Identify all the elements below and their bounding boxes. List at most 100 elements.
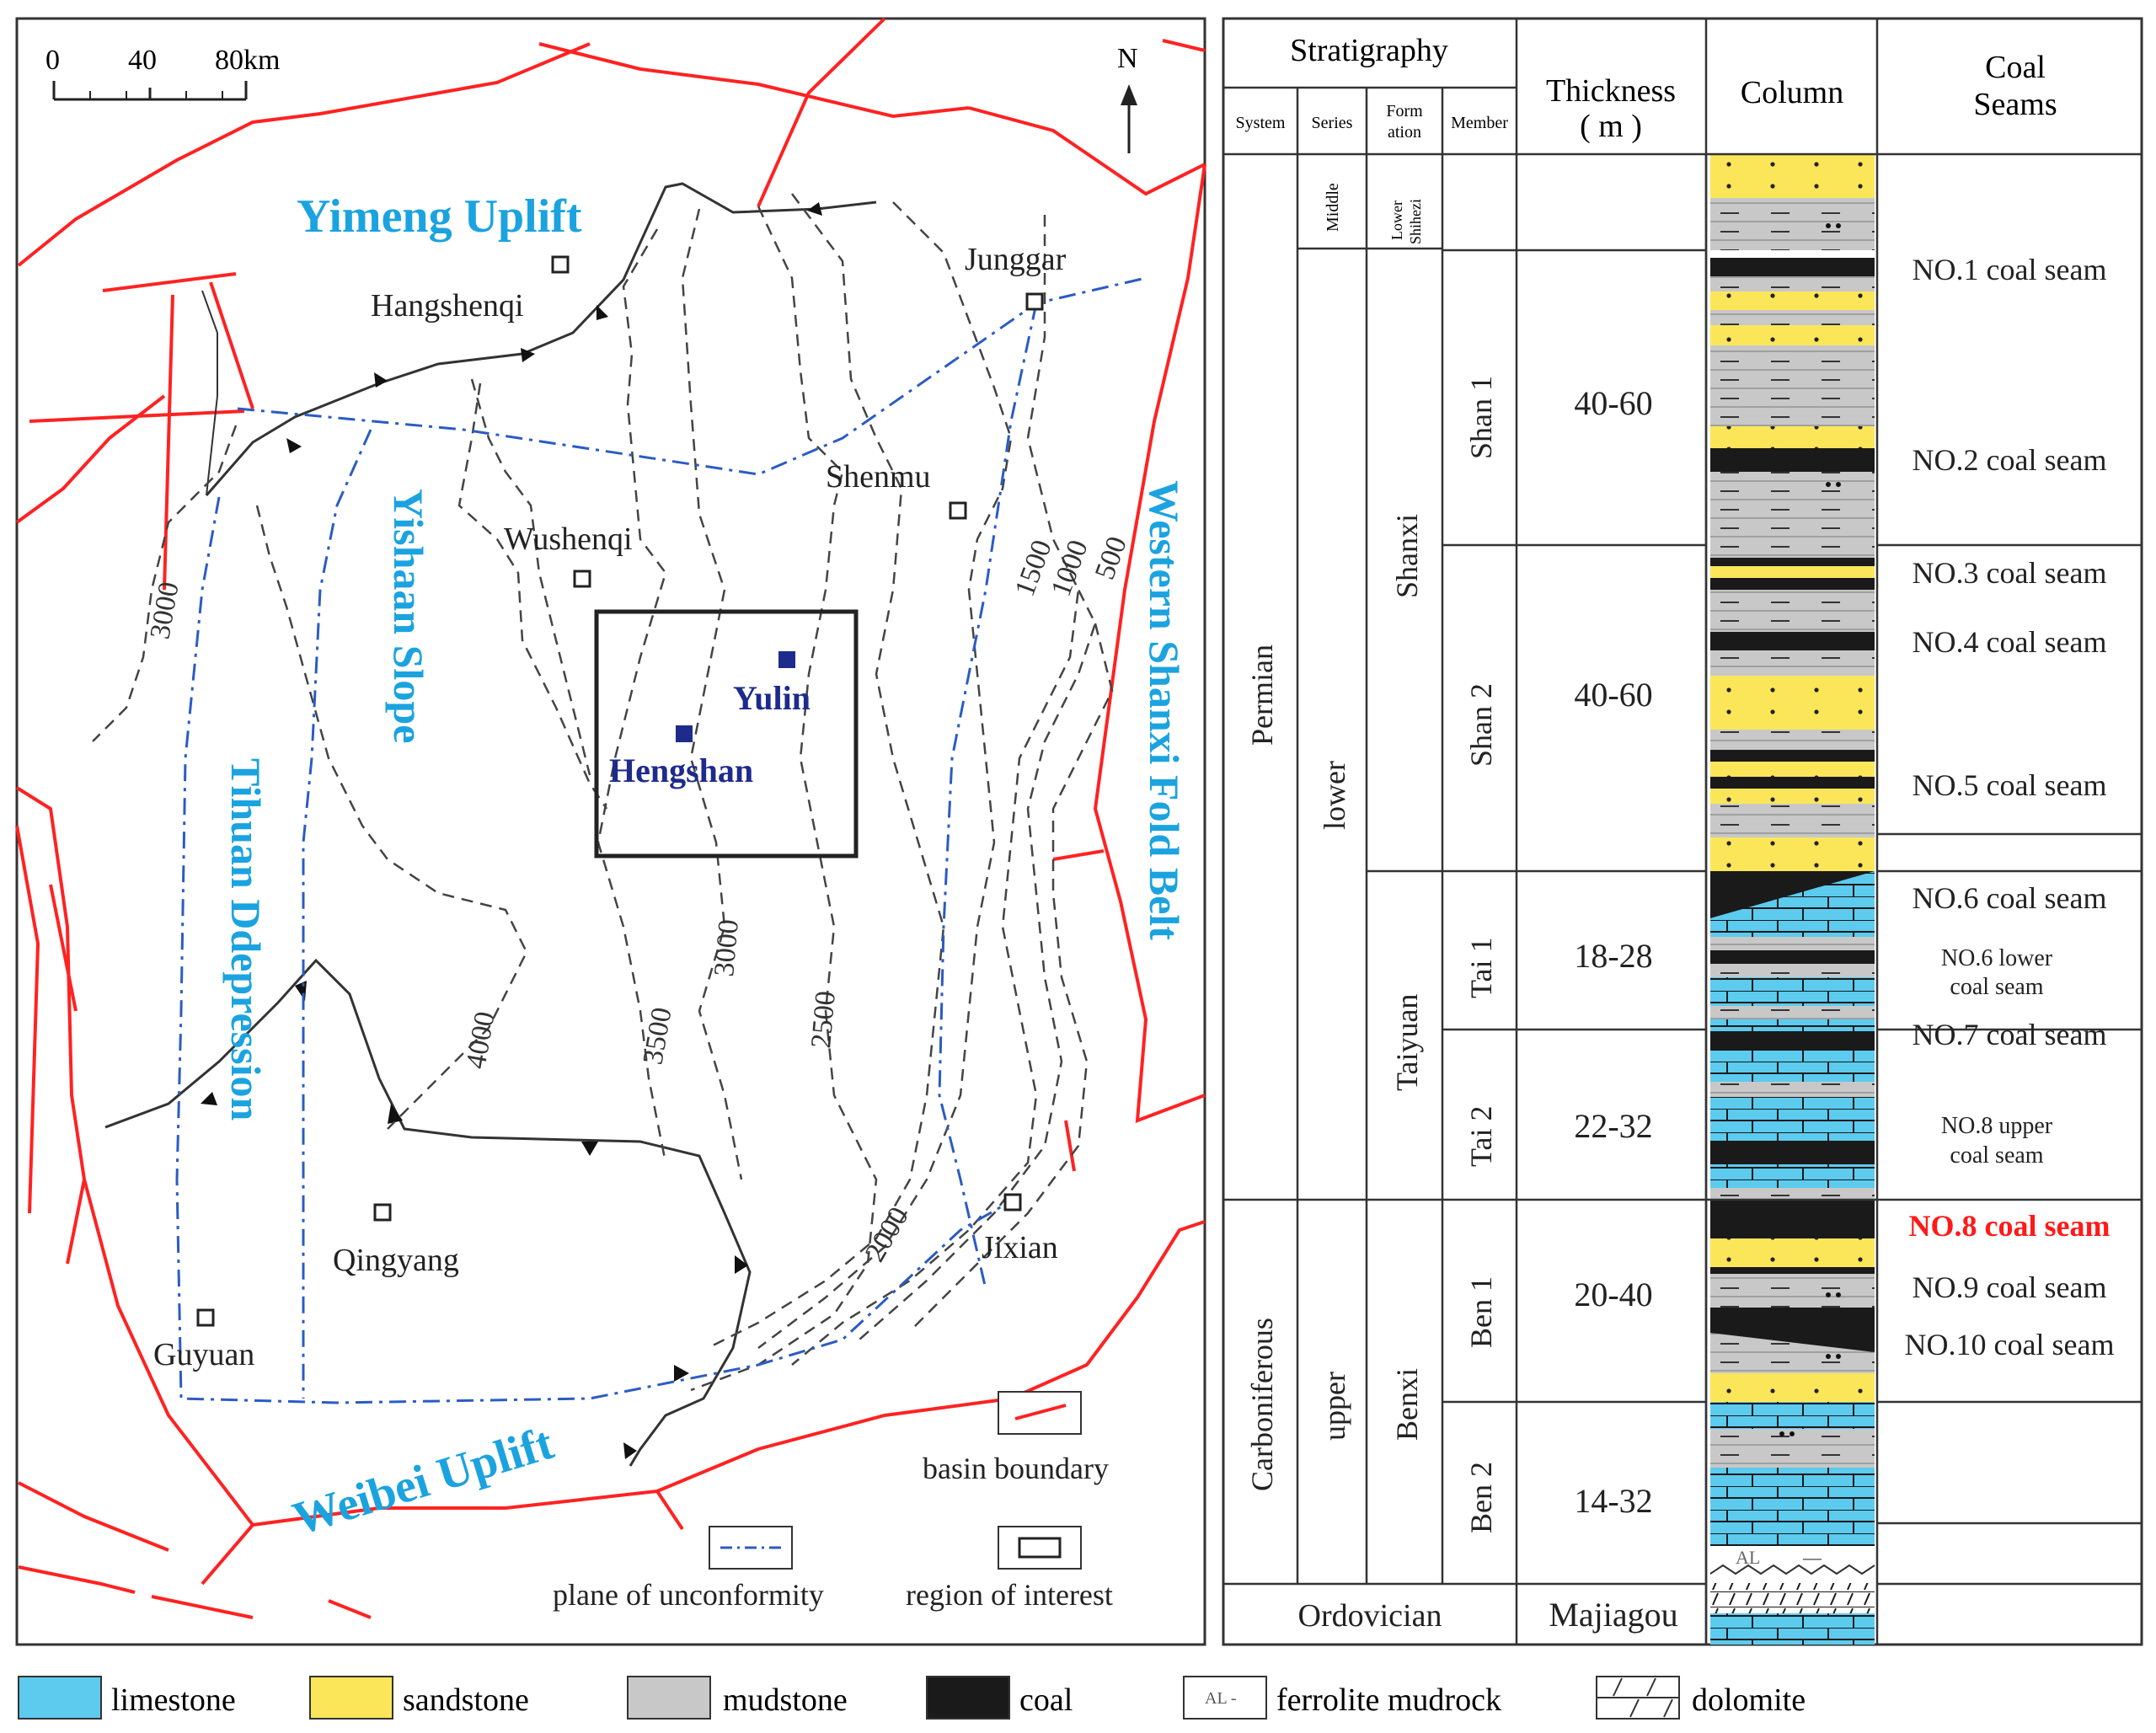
layer-sandstone	[1710, 154, 1875, 198]
layer-mudstone	[1710, 310, 1875, 325]
formation-shanxi: Shanxi	[1390, 514, 1424, 598]
layer-mudstone	[1710, 1274, 1875, 1308]
member-shan1: Shan 1	[1464, 376, 1498, 459]
header-system: System	[1236, 114, 1286, 132]
legend-sandstone-label: sandstone	[403, 1682, 529, 1718]
layer-mudstone	[1710, 590, 1875, 632]
layer-sandstone	[1710, 566, 1875, 578]
seam-no3: NO.3 coal seam	[1913, 556, 2107, 590]
lithology-legend: limestone sandstone mudstone coal AL - f…	[18, 1676, 1806, 1720]
member-ben2: Ben 2	[1464, 1462, 1498, 1533]
city-guyuan: Guyuan	[153, 1337, 254, 1372]
legend-dolomite-label: dolomite	[1692, 1682, 1806, 1718]
seam-no9: NO.9 coal seam	[1913, 1270, 2107, 1304]
legend-sandstone-swatch	[309, 1676, 393, 1720]
thickness-shan1: 40-60	[1574, 384, 1652, 422]
layer-limestone	[1710, 1402, 1875, 1429]
seam-no5: NO.5 coal seam	[1913, 768, 2107, 802]
north-arrow: N	[1117, 43, 1138, 153]
layer-coal	[1710, 1267, 1875, 1274]
header-stratigraphy: Stratigraphy	[1290, 33, 1448, 68]
layer-sandstone	[1710, 789, 1875, 804]
basin-boundary-faults	[15, 17, 1206, 1619]
contour-label: 3000	[709, 918, 745, 978]
seam-no2: NO.2 coal seam	[1913, 443, 2107, 477]
header-formation: Form	[1386, 102, 1423, 120]
layer-coal	[1710, 750, 1875, 762]
base-ordovician: Ordovician	[1298, 1598, 1442, 1634]
header-member: Member	[1451, 114, 1508, 132]
ferrolite-dash: —	[1802, 1547, 1822, 1568]
layer-mudstone-wedge	[1710, 1333, 1875, 1373]
system-carboniferous: Carboniferous	[1245, 1318, 1279, 1491]
legend-region-box	[998, 1526, 1082, 1570]
layer-mudstone	[1710, 964, 1875, 977]
layer-mudstone	[1710, 937, 1875, 950]
city-shenmu: Shenmu	[826, 459, 931, 495]
member-ben1: Ben 1	[1464, 1276, 1498, 1348]
layer-limestone	[1710, 977, 1875, 1006]
north-label: N	[1117, 43, 1138, 74]
city-hangshenqi: Hangshenqi	[371, 288, 524, 324]
region-yishaan-slope: Yishaan Slope	[385, 489, 432, 743]
layer-limestone	[1710, 1050, 1875, 1082]
header-formation-2: ation	[1388, 123, 1421, 142]
layer-coal	[1710, 578, 1875, 590]
scale-label-80: 80km	[215, 45, 280, 76]
seam-no1: NO.1 coal seam	[1913, 253, 2107, 286]
header-seams: Seams	[1973, 87, 2057, 122]
formation-taiyuan: Taiyuan	[1390, 994, 1424, 1091]
layer-ferrolite	[1710, 1546, 1875, 1583]
basin-map: 0 40 80km N	[15, 17, 1206, 1646]
contour-label: 2500	[805, 990, 842, 1050]
legend-coal-label: coal	[1019, 1682, 1073, 1718]
member-tai2: Tai 2	[1464, 1106, 1498, 1167]
thrust-fault	[104, 182, 877, 1467]
layer-sandstone	[1710, 1373, 1875, 1402]
layer-dolomite	[1710, 1583, 1875, 1613]
member-tai1: Tai 1	[1464, 938, 1498, 998]
layer-mudstone	[1710, 730, 1875, 750]
layer-coal-wedge	[1710, 871, 1875, 918]
formation-benxi: Benxi	[1390, 1368, 1424, 1441]
header-series: Series	[1312, 114, 1353, 132]
thickness-ben1: 20-40	[1574, 1276, 1652, 1313]
unconformity-lines	[175, 276, 1147, 1404]
map-legend: basin boundary plane of unconformity reg…	[553, 1391, 1113, 1612]
header-thickness: Thickness	[1546, 73, 1676, 109]
legend-unconformity-label: plane of unconformity	[553, 1578, 824, 1612]
scale-bar: 0 40 80km	[45, 45, 280, 101]
seam-no7: NO.7 coal seam	[1913, 1018, 2107, 1051]
layer-mudstone	[1710, 472, 1875, 544]
member-shan2: Shan 2	[1464, 683, 1498, 767]
layer-limestone	[1710, 1019, 1875, 1031]
layer-mudstone	[1710, 198, 1875, 250]
thickness-ben2: 14-32	[1574, 1482, 1652, 1520]
seam-no6-lower: NO.6 lower	[1941, 945, 2053, 971]
layer-coal	[1710, 258, 1875, 276]
layer-limestone	[1710, 1468, 1875, 1546]
lithology-column: AL —	[1709, 154, 1875, 1645]
scale-label-40: 40	[128, 45, 157, 76]
legend-ferrolite-mark: AL -	[1205, 1689, 1237, 1708]
layer-coal	[1710, 1308, 1875, 1333]
thickness-shan2: 40-60	[1574, 676, 1652, 714]
layer-mudstone	[1710, 1006, 1875, 1019]
legend-dolomite-swatch	[1596, 1676, 1680, 1720]
layer-coal	[1710, 1031, 1875, 1050]
legend-ferrolite-label: ferrolite mudrock	[1276, 1682, 1501, 1718]
stratigraphic-column: AL —	[1222, 17, 2143, 1646]
layer-limestone	[1710, 1613, 1875, 1645]
ferrolite-al-mark: AL	[1736, 1547, 1760, 1568]
base-majiagou: Majiagou	[1549, 1596, 1677, 1634]
layer-mudstone	[1710, 804, 1875, 837]
seam-no6-lower-2: coal seam	[1950, 974, 2043, 1000]
seam-no8-highlight: NO.8 coal seam	[1909, 1209, 2111, 1243]
layer-sandstone	[1710, 676, 1875, 730]
formation-lower-shihezi: Lower	[1388, 201, 1405, 240]
layer-coal	[1710, 777, 1875, 789]
legend-ferrolite-swatch	[1183, 1676, 1267, 1720]
region-tihuan-depression: Tihuan Ddepression	[222, 758, 270, 1121]
seam-no8-upper-2: coal seam	[1950, 1142, 2043, 1169]
legend-mudstone-swatch	[627, 1676, 711, 1720]
